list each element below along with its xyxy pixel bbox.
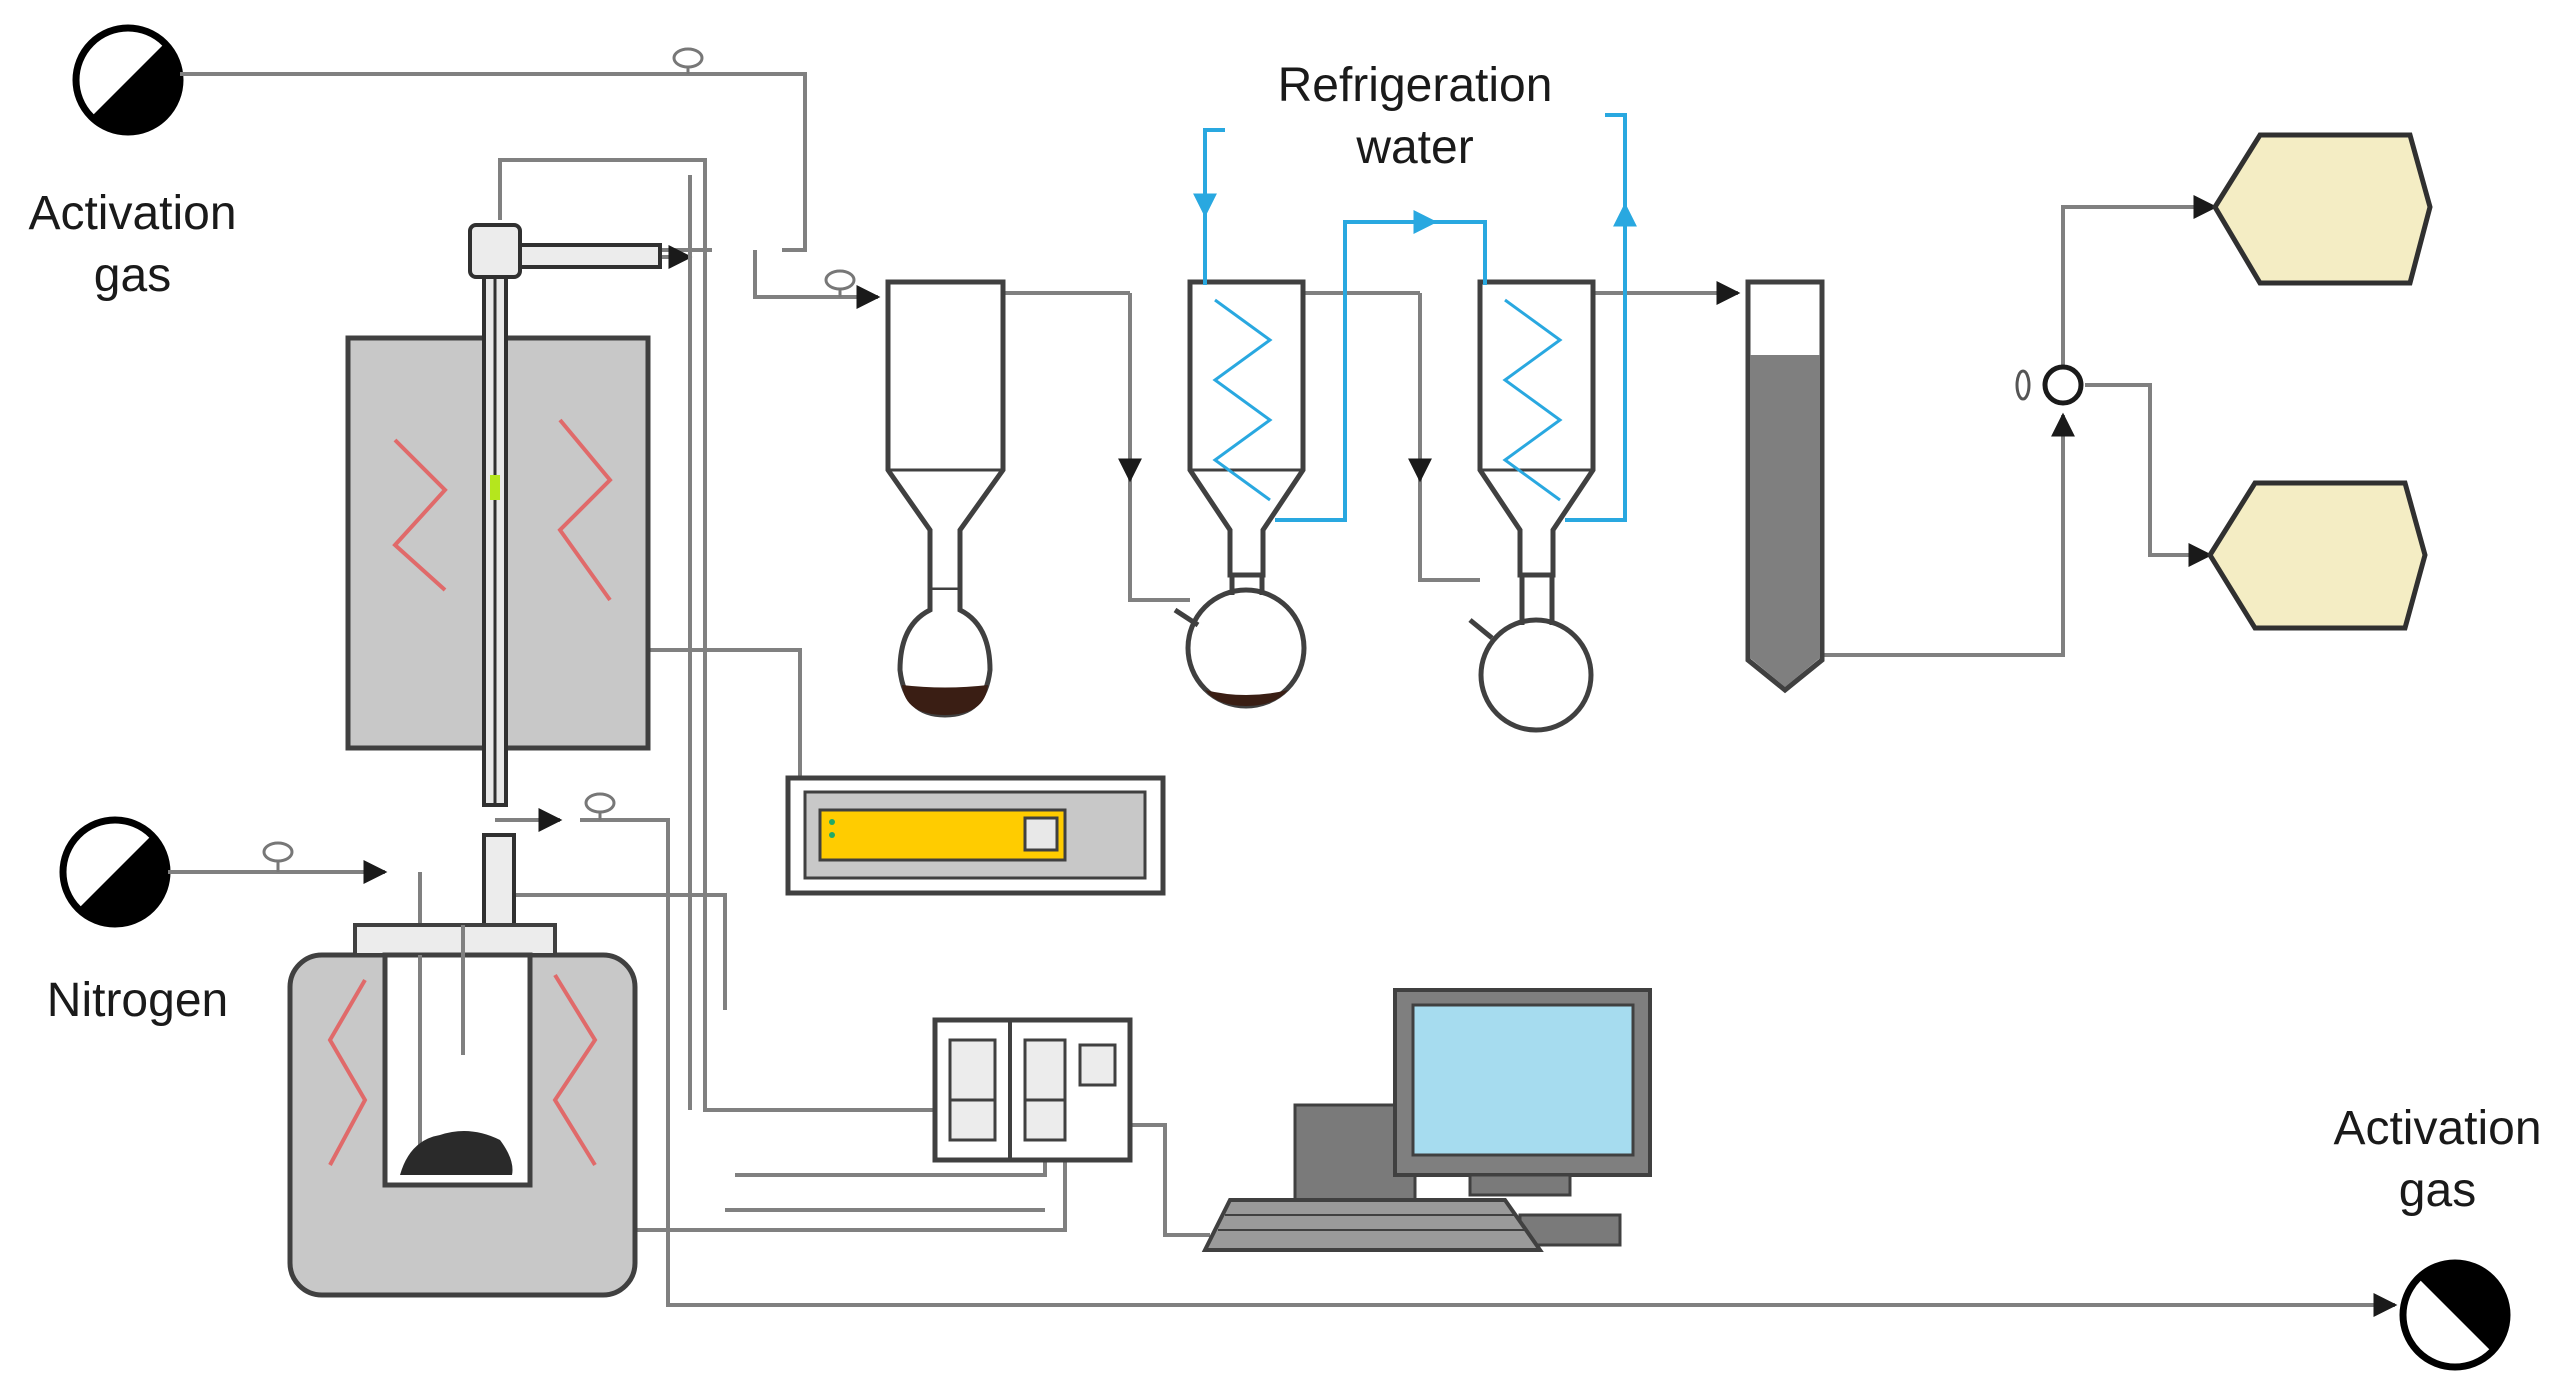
separator-1 xyxy=(885,279,1006,718)
activation-gas-cylinder-top xyxy=(72,24,184,136)
three-way-valve xyxy=(2015,364,2084,406)
gas-analyzer xyxy=(932,1017,1133,1163)
valve-reactor-outlet xyxy=(824,269,856,297)
refrigeration-water-loop xyxy=(1193,113,1637,522)
refrigeration-line1: Refrigeration xyxy=(1277,59,1553,112)
activation-gas-top-label: Activation gas xyxy=(5,183,260,307)
adsorption-column xyxy=(1745,279,1825,694)
condenser-1 xyxy=(1173,279,1307,709)
nitrogen-text: Nitrogen xyxy=(46,974,229,1027)
activation-gas-bottom-line1: Activation xyxy=(2333,1102,2542,1155)
heated-retort xyxy=(287,923,638,1298)
activation-gas-bottom-label: Activation gas xyxy=(2315,1098,2560,1222)
temperature-controller xyxy=(785,775,1166,896)
needle-valves xyxy=(262,47,856,872)
tube-furnace xyxy=(345,223,662,927)
valve-top-line xyxy=(672,47,704,74)
condenser-2 xyxy=(1468,279,1596,733)
refrigeration-water-label: Refrigeration water xyxy=(1240,55,1590,179)
valve-nitrogen xyxy=(262,841,294,872)
refrigeration-line2: water xyxy=(1356,121,1474,174)
gas-bag-upper xyxy=(2212,132,2433,286)
activation-gas-top-line2: gas xyxy=(93,249,172,302)
activation-gas-cylinder-bottom xyxy=(2399,1259,2511,1371)
activation-gas-top-line1: Activation xyxy=(28,187,237,240)
nitrogen-cylinder xyxy=(59,816,171,928)
valve-lower-outlet xyxy=(584,792,616,820)
gas-bag-lower xyxy=(2207,480,2428,631)
computer xyxy=(1201,988,1652,1252)
nitrogen-label: Nitrogen xyxy=(20,970,255,1032)
activation-gas-bottom-line2: gas xyxy=(2398,1164,2477,1217)
